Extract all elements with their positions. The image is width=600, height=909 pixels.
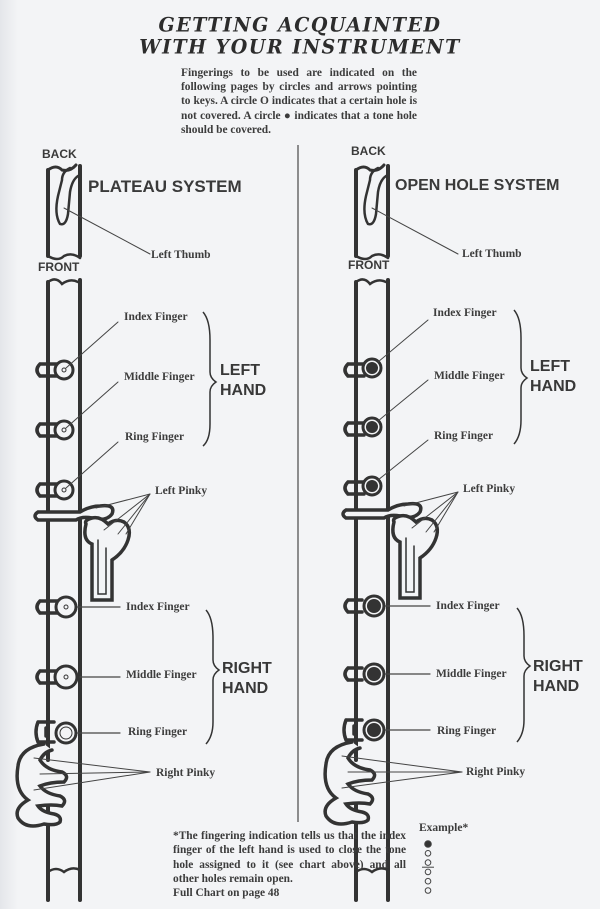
intro-paragraph: Fingerings to be used are indicated on t… bbox=[181, 66, 417, 137]
label-lh-middle-open-hole: Middle Finger bbox=[434, 370, 505, 382]
label-lh-middle: Middle Finger bbox=[124, 371, 195, 383]
right-hand-word-1-open-hole: RIGHT bbox=[533, 658, 583, 675]
page-edge bbox=[0, 0, 18, 909]
back-label-open-hole: BACK bbox=[351, 144, 386, 158]
label-lh-ring: Ring Finger bbox=[125, 431, 185, 443]
back-label: BACK bbox=[42, 147, 77, 161]
example-hole-open bbox=[424, 859, 432, 866]
right-pinky-keys-open-hole bbox=[323, 740, 377, 826]
left-hand-word-1: LEFT bbox=[220, 362, 260, 379]
right-pinky-keys bbox=[15, 742, 69, 828]
plateau-system-title: PLATEAU SYSTEM bbox=[88, 177, 242, 196]
key-lh-ring-open-hole bbox=[343, 475, 383, 497]
right-hand-heading: RIGHT HAND bbox=[222, 659, 272, 699]
open-circle-symbol: O bbox=[260, 95, 269, 108]
label-lh-index-open-hole: Index Finger bbox=[433, 307, 497, 319]
left-hand-word-2-open-hole: HAND bbox=[530, 378, 577, 395]
label-left-thumb: Left Thumb bbox=[151, 249, 211, 261]
left-pinky-keys bbox=[33, 503, 132, 602]
label-rh-middle: Middle Finger bbox=[126, 669, 197, 681]
right-hand-brace bbox=[205, 609, 221, 745]
key-rh-ring bbox=[34, 720, 78, 745]
key-rh-index-open-hole bbox=[343, 594, 386, 618]
intro-text-3: indicates that a tone hole should be cov… bbox=[181, 109, 417, 136]
right-hand-word-2: HAND bbox=[222, 680, 269, 697]
left-hand-heading-open-hole: LEFT HAND bbox=[530, 357, 576, 397]
right-hand-brace-open-hole bbox=[516, 607, 532, 743]
label-rh-index-open-hole: Index Finger bbox=[436, 600, 500, 612]
closed-circle-symbol: ● bbox=[283, 109, 292, 122]
open-hole-keys bbox=[323, 319, 463, 874]
label-right-pinky-open-hole: Right Pinky bbox=[466, 766, 526, 778]
example-hole-open bbox=[424, 868, 432, 876]
left-pinky-keys-open-hole bbox=[341, 501, 440, 600]
left-hand-brace-open-hole bbox=[513, 309, 529, 445]
page-title-line-1: GETTING ACQUAINTED bbox=[158, 13, 442, 37]
intro-text-2: indicates that a certain hole is not cov… bbox=[181, 95, 417, 122]
label-rh-index: Index Finger bbox=[126, 601, 190, 613]
key-lh-index bbox=[35, 359, 75, 381]
open-hole-system-title: OPEN HOLE SYSTEM bbox=[395, 177, 560, 194]
example-hole-open bbox=[424, 877, 432, 885]
right-hand-word-2-open-hole: HAND bbox=[533, 678, 580, 695]
example-title: Example* bbox=[419, 822, 469, 834]
label-right-pinky: Right Pinky bbox=[156, 767, 216, 779]
key-lh-index-open-hole bbox=[343, 357, 383, 379]
example-hole-closed bbox=[424, 840, 432, 848]
plateau-flute bbox=[46, 163, 151, 902]
front-label-open-hole: FRONT bbox=[348, 258, 390, 272]
footnote-text: *The fingering indication tells us that … bbox=[173, 830, 406, 885]
full-chart-reference: Full Chart on page 48 bbox=[173, 887, 280, 900]
key-rh-middle-open-hole bbox=[343, 662, 386, 686]
left-hand-brace bbox=[202, 311, 218, 447]
right-hand-heading-open-hole: RIGHT HAND bbox=[533, 657, 583, 697]
key-lh-ring bbox=[35, 479, 75, 501]
label-left-thumb-open-hole: Left Thumb bbox=[462, 248, 522, 260]
left-hand-word-2: HAND bbox=[220, 382, 267, 399]
left-hand-heading: LEFT HAND bbox=[220, 361, 266, 401]
label-left-pinky: Left Pinky bbox=[155, 485, 208, 497]
intro-text-1: Fingerings to be used are indicated on t… bbox=[181, 67, 417, 108]
label-rh-middle-open-hole: Middle Finger bbox=[436, 668, 507, 680]
plateau-keys bbox=[15, 321, 151, 874]
label-lh-ring-open-hole: Ring Finger bbox=[434, 430, 494, 442]
label-left-pinky-open-hole: Left Pinky bbox=[463, 483, 516, 495]
key-rh-middle bbox=[35, 664, 79, 690]
label-lh-index: Index Finger bbox=[124, 311, 188, 323]
label-rh-ring: Ring Finger bbox=[128, 726, 188, 738]
key-rh-ring-open-hole bbox=[342, 718, 386, 742]
right-hand-word-1: RIGHT bbox=[222, 660, 272, 677]
key-rh-index bbox=[35, 595, 78, 619]
footnote: *The fingering indication tells us that … bbox=[173, 829, 406, 900]
label-rh-ring-open-hole: Ring Finger bbox=[437, 725, 497, 737]
key-lh-middle-open-hole bbox=[343, 416, 383, 438]
example-fingering bbox=[422, 840, 434, 894]
key-lh-middle bbox=[35, 419, 75, 441]
left-hand-word-1-open-hole: LEFT bbox=[530, 358, 570, 375]
front-label: FRONT bbox=[38, 260, 80, 274]
thumb-key bbox=[55, 166, 80, 226]
page-title-line-2: WITH YOUR INSTRUMENT bbox=[139, 35, 461, 59]
example-hole-open bbox=[424, 850, 432, 857]
example-hole-open bbox=[424, 887, 432, 894]
